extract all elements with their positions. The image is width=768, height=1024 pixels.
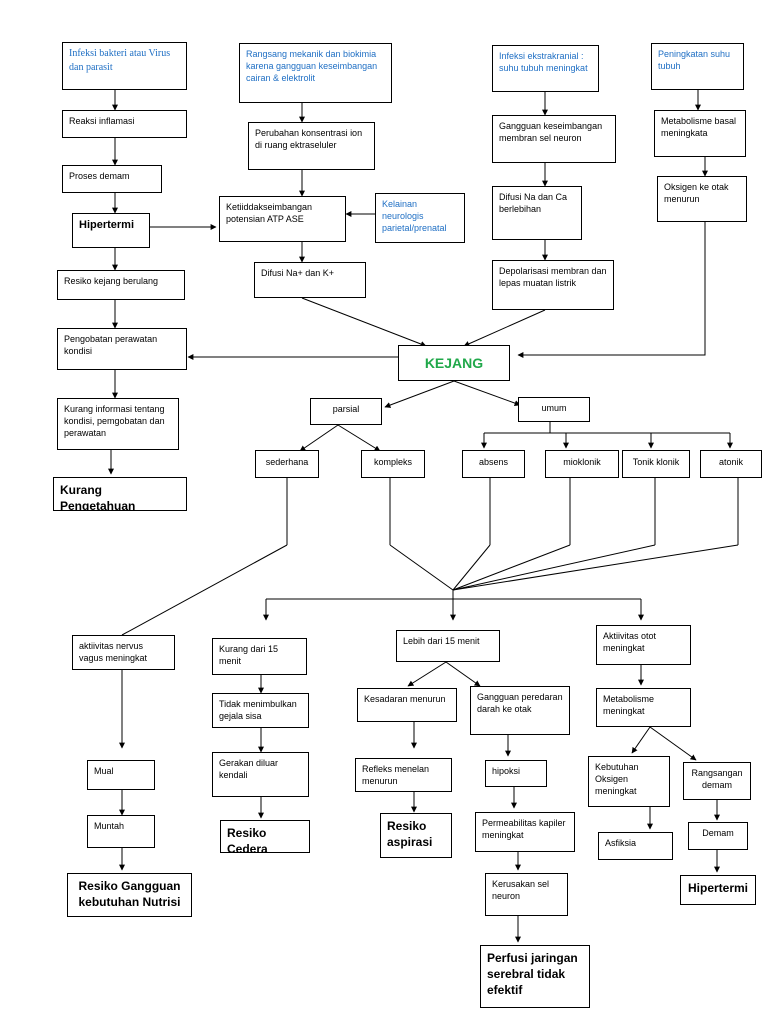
box-proses-demam: Proses demam (62, 165, 162, 193)
arrow (389, 544, 454, 591)
box-peningkatan-suhu: Peningkatan suhu tubuh (651, 43, 744, 90)
box-absens: absens (462, 450, 525, 478)
box-kejang: KEJANG (398, 345, 510, 381)
box-demam: Demam (688, 822, 748, 850)
arrow (452, 544, 491, 591)
box-hipoksi: hipoksi (485, 760, 547, 787)
box-kebutuhan-oksigen: Kebutuhan Oksigen meningkat (588, 756, 670, 807)
box-rangsang-mekanik: Rangsang mekanik dan biokimia karena gan… (239, 43, 392, 103)
box-tonik-klonik: Tonik klonik (622, 450, 690, 478)
arrow (445, 661, 481, 687)
box-lebih-15: Lebih dari 15 menit (396, 630, 500, 662)
arrow (301, 297, 427, 347)
box-kurang-15: Kurang dari 15 menit (212, 638, 307, 675)
arrow (517, 222, 706, 358)
box-muntah: Muntah (87, 815, 155, 848)
box-perfusi: Perfusi jaringan serebral tidak efektif (480, 945, 590, 1008)
box-refleks-menelan: Refleks menelan menurun (355, 758, 452, 792)
arrow (407, 661, 447, 687)
box-aktivitas-otot: Aktiivitas otot meningkat (596, 625, 691, 665)
arrow (453, 380, 521, 406)
box-pengobatan: Pengobatan perawatan kondisi (57, 328, 187, 370)
box-aktivitas-nervus: aktiivitas nervus vagus meningkat (72, 635, 175, 670)
box-sederhana: sederhana (255, 450, 319, 478)
box-mual: Mual (87, 760, 155, 790)
box-umum: umum (518, 397, 590, 422)
arrow (649, 726, 697, 761)
box-hipertermi-top: Hipertermi (72, 213, 150, 248)
box-atonik: atonik (700, 450, 762, 478)
arrow (121, 544, 288, 636)
box-resiko-aspirasi: Resiko aspirasi (380, 813, 452, 858)
box-kesadaran-menurun: Kesadaran menurun (357, 688, 457, 722)
box-kerusakan-sel: Kerusakan sel neuron (485, 873, 568, 916)
box-resiko-kejang: Resiko kejang berulang (57, 270, 185, 300)
box-tidak-sisa: Tidak menimbulkan gejala sisa (212, 693, 309, 728)
box-rangsangan-demam: Rangsangan demam (683, 762, 751, 800)
arrow (337, 424, 381, 452)
arrow (452, 544, 571, 591)
box-parsial: parsial (310, 398, 382, 425)
box-kurang-pengetahuan: Kurang Pengetahuan (53, 477, 187, 511)
arrow (452, 544, 739, 591)
box-depolarisasi: Depolarisasi membran dan lepas muatan li… (492, 260, 614, 310)
box-infeksi-bakteri: Infeksi bakteri atau Virus dan parasit (62, 42, 187, 90)
box-gangguan-peredaran: Gangguan peredaran darah ke otak (470, 686, 570, 735)
box-resiko-cedera: Resiko Cedera (220, 820, 310, 853)
box-oksigen-otak: Oksigen ke otak menurun (657, 176, 747, 222)
box-asfiksia: Asfiksia (598, 832, 673, 860)
box-reaksi-inflamasi: Reaksi inflamasi (62, 110, 187, 138)
arrow (299, 424, 339, 452)
box-resiko-nutrisi: Resiko Gangguan kebutuhan Nutrisi (67, 873, 192, 917)
box-hipertermi-bottom: Hipertermi (680, 875, 756, 905)
box-kurang-informasi: Kurang informasi tentang kondisi, pemgob… (57, 398, 179, 450)
box-kelainan-neurologis: Kelainan neurologis parietal/prenatal (375, 193, 465, 243)
box-permeabilitas: Permeabilitas kapiler meningkat (475, 812, 575, 852)
box-metabolisme-basal: Metabolisme basal meningkata (654, 110, 746, 157)
box-gangguan-membran: Gangguan keseimbangan membran sel neuron (492, 115, 616, 163)
box-metabolisme-meningkat: Metabolisme meningkat (596, 688, 691, 727)
box-difusi-na-k: Difusi Na+ dan K+ (254, 262, 366, 298)
arrow (463, 309, 546, 347)
box-infeksi-ekstrakranial: Infeksi ekstrakranial : suhu tubuh menin… (492, 45, 599, 92)
box-gerakan-diluar: Gerakan diluar kendali (212, 752, 309, 797)
arrow (384, 380, 455, 408)
arrow (631, 726, 651, 754)
box-kompleks: kompleks (361, 450, 425, 478)
box-perubahan-konsentrasi: Perubahan konsentrasi ion di ruang ektra… (248, 122, 375, 170)
box-ketidakseimbangan: Ketiiddakseimbangan potensian ATP ASE (219, 196, 346, 242)
box-difusi-na-ca: Difusi Na dan Ca berlebihan (492, 186, 582, 240)
arrow (452, 544, 656, 591)
box-mioklonik: mioklonik (545, 450, 619, 478)
